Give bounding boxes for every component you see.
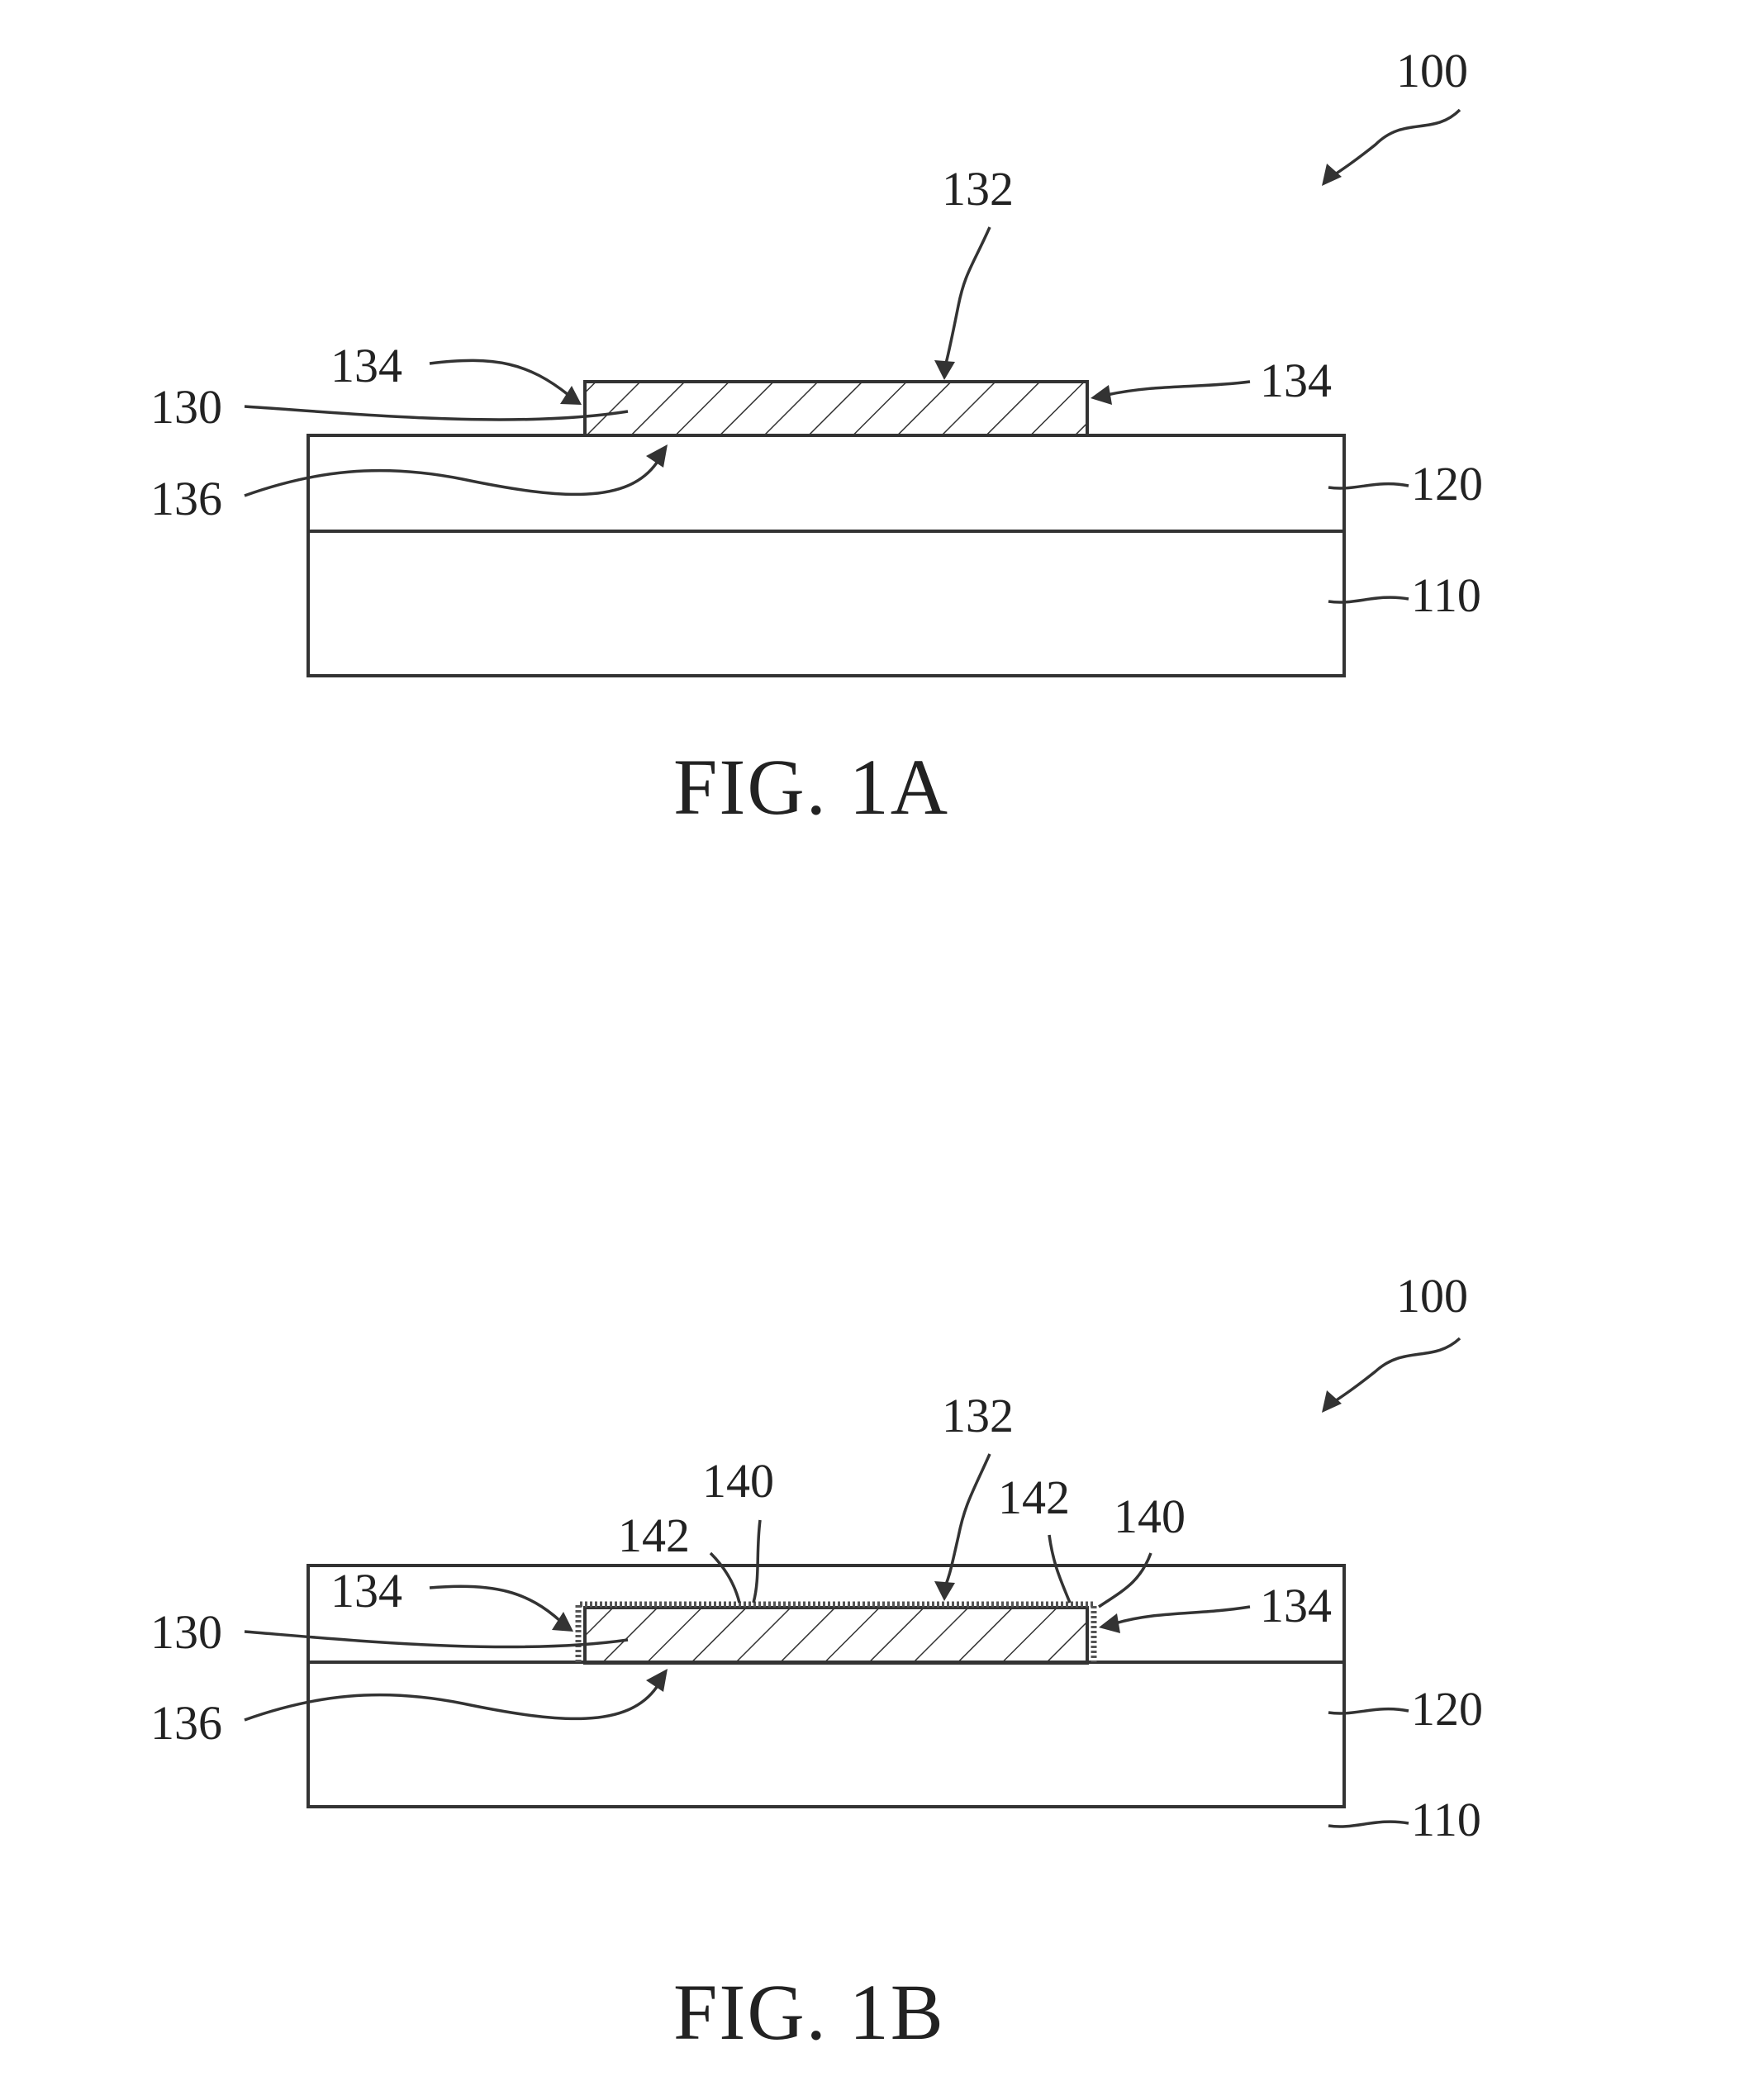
arrow-132	[934, 360, 955, 380]
pattern-130	[585, 382, 1087, 435]
label-100: 100	[1396, 1269, 1468, 1323]
leader-132	[946, 227, 990, 363]
label-134-left: 134	[330, 1564, 402, 1618]
substrate-110	[308, 1662, 1344, 1807]
label-134-right: 134	[1260, 1579, 1332, 1632]
layer-120	[308, 435, 1344, 531]
leader-100	[1330, 1338, 1460, 1404]
label-100: 100	[1396, 44, 1468, 97]
arrow-100	[1322, 164, 1342, 186]
label-136: 136	[150, 472, 222, 525]
label-140-right: 140	[1114, 1489, 1186, 1543]
label-134-left: 134	[330, 339, 402, 392]
label-130: 130	[150, 1605, 222, 1659]
caption-fig-1b: FIG. 1B	[673, 1968, 945, 2056]
label-120: 120	[1411, 1682, 1483, 1736]
caption-fig-1a: FIG. 1A	[673, 743, 949, 831]
label-110: 110	[1411, 1793, 1481, 1846]
leader-134-left	[430, 360, 568, 395]
pattern-130	[585, 1608, 1087, 1663]
label-130: 130	[150, 380, 222, 434]
arrow-100	[1322, 1390, 1342, 1413]
label-132: 132	[942, 1389, 1014, 1442]
arrow-134-right	[1091, 385, 1112, 405]
figure-1b: 100 132 140 142 142 140 134 134 130 136	[150, 1269, 1483, 2056]
leader-110	[1328, 1822, 1409, 1827]
label-110: 110	[1411, 568, 1481, 622]
leader-134-right	[1107, 382, 1250, 395]
substrate-110	[308, 531, 1344, 676]
label-136: 136	[150, 1696, 222, 1750]
leader-100	[1330, 110, 1460, 178]
label-132: 132	[942, 162, 1014, 216]
label-120: 120	[1411, 457, 1483, 511]
label-142-right: 142	[998, 1470, 1070, 1524]
label-134-right: 134	[1260, 354, 1332, 407]
figure-1a: 100 132 134 134 130 136 120 110 FIG. 1A	[150, 44, 1483, 831]
arrow-134-left	[560, 386, 582, 405]
leader-130	[245, 406, 628, 420]
label-142-left: 142	[618, 1508, 690, 1562]
label-140-top: 140	[702, 1454, 774, 1508]
